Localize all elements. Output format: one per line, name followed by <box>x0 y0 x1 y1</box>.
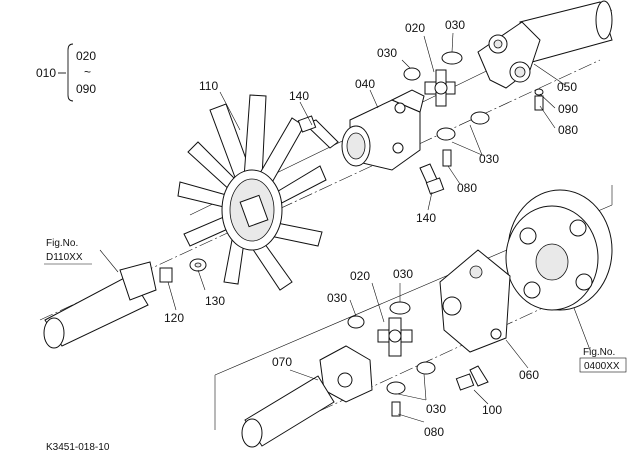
fig-ref-0400xx[interactable]: Fig.No. 0400XX <box>579 347 627 373</box>
flange-yoke-060 <box>439 249 511 353</box>
fig-ref-label: Fig.No. <box>46 238 78 249</box>
callout-080: 080 <box>457 181 477 195</box>
callout-140: 140 <box>289 89 309 103</box>
callout-030: 030 <box>479 152 499 166</box>
callout-030: 030 <box>445 18 465 32</box>
leader-lines <box>99 32 591 423</box>
cooling-fan <box>177 94 327 291</box>
lower-cross-joint <box>347 301 436 417</box>
spline-shaft-070 <box>241 345 373 448</box>
callout-030: 030 <box>327 291 347 305</box>
callout-100: 100 <box>482 403 502 417</box>
group-tilde: ~ <box>84 65 91 79</box>
callout-020: 020 <box>405 21 425 35</box>
callout-030: 030 <box>393 267 413 281</box>
callout-140: 140 <box>416 211 436 225</box>
group-label: 010 020 ~ 090 <box>36 43 96 102</box>
callout-090: 090 <box>558 102 578 116</box>
callout-020: 020 <box>350 269 370 283</box>
fig-ref-label: Fig.No. <box>583 347 615 358</box>
callout-080: 080 <box>424 425 444 439</box>
bolts-140 <box>297 115 445 195</box>
callout-060: 060 <box>519 368 539 382</box>
flange-yoke-040 <box>341 89 425 171</box>
callout-080: 080 <box>558 123 578 137</box>
callout-050: 050 <box>557 80 577 94</box>
group-from: 020 <box>76 49 96 63</box>
group-to: 090 <box>76 82 96 96</box>
callout-110: 110 <box>199 79 218 93</box>
fig-ref-d110xx[interactable]: Fig.No. D110XX <box>44 238 92 265</box>
callout-030: 030 <box>377 46 397 60</box>
fig-ref-number: 0400XX <box>584 361 620 372</box>
callout-070: 070 <box>272 355 292 369</box>
left-shaft <box>43 258 207 349</box>
drawing-code: K3451-018-10 <box>46 442 110 453</box>
group-code: 010 <box>36 66 56 80</box>
callout-130: 130 <box>205 294 225 308</box>
upper-shaft <box>477 0 613 89</box>
callout-040: 040 <box>355 77 375 91</box>
callout-030: 030 <box>426 402 446 416</box>
fig-ref-number: D110XX <box>46 252 83 263</box>
bolt-100 <box>455 365 489 391</box>
upper-cross-joint <box>403 51 544 167</box>
callout-labels: 110 140 040 020 030 030 050 090 080 030 … <box>164 18 578 439</box>
callout-120: 120 <box>164 311 184 325</box>
damper-disk <box>505 189 613 311</box>
